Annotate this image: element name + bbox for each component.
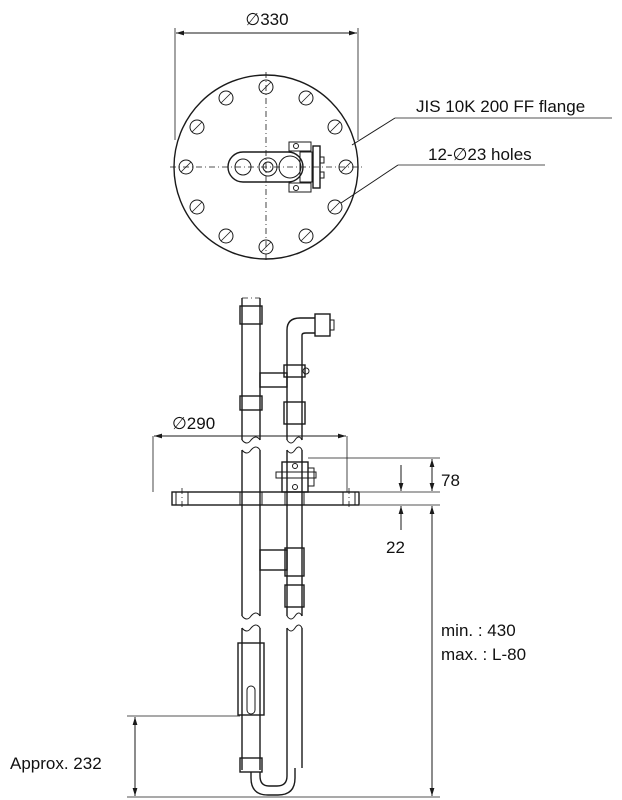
- label-approx-232: Approx. 232: [10, 754, 102, 773]
- upper-connector: [259, 372, 288, 388]
- dimension-22: 22: [360, 465, 440, 557]
- side-view: ∅290 78 22 min. : 430 max. : L-80 A: [10, 297, 526, 798]
- bolt-hole: [258, 239, 274, 255]
- flange-leader: [351, 117, 396, 146]
- dimension-diameter-330: ∅330: [174, 10, 359, 140]
- bolt-hole: [218, 228, 234, 244]
- holes-leader: [340, 164, 399, 204]
- dimension-approx-232: Approx. 232: [10, 715, 440, 798]
- bolt-hole: [298, 228, 314, 244]
- label-78: 78: [441, 471, 460, 490]
- bolt-hole: [258, 79, 274, 95]
- bolt-hole: [189, 199, 205, 215]
- label-diameter-290: ∅290: [172, 414, 215, 433]
- bolt-hole: [178, 159, 194, 175]
- bolt-holes: [178, 79, 354, 255]
- center-fitting-top: [227, 141, 325, 193]
- label-insertion-max: max. : L-80: [441, 645, 526, 664]
- label-holes: 12-∅23 holes: [428, 145, 532, 164]
- label-insertion-min: min. : 430: [441, 621, 516, 640]
- label-22: 22: [386, 538, 405, 557]
- dimension-diameter-290: ∅290: [152, 414, 348, 492]
- bolt-hole: [327, 199, 343, 215]
- bolt-hole: [327, 119, 343, 135]
- flange-fitting: [275, 461, 317, 493]
- dimension-insertion: min. : 430 max. : L-80: [429, 506, 526, 796]
- bolt-hole: [338, 159, 354, 175]
- dimension-78: 78: [308, 457, 460, 493]
- flange-plate: [171, 488, 360, 509]
- left-pipe: [237, 297, 265, 773]
- bolt-hole: [189, 119, 205, 135]
- lower-connector: [259, 549, 288, 571]
- right-pipe: [250, 313, 335, 796]
- label-diameter-330: ∅330: [245, 10, 288, 29]
- label-flange: JIS 10K 200 FF flange: [416, 97, 585, 116]
- bolt-hole: [298, 90, 314, 106]
- top-view: ∅330: [170, 10, 612, 262]
- bolt-hole: [218, 90, 234, 106]
